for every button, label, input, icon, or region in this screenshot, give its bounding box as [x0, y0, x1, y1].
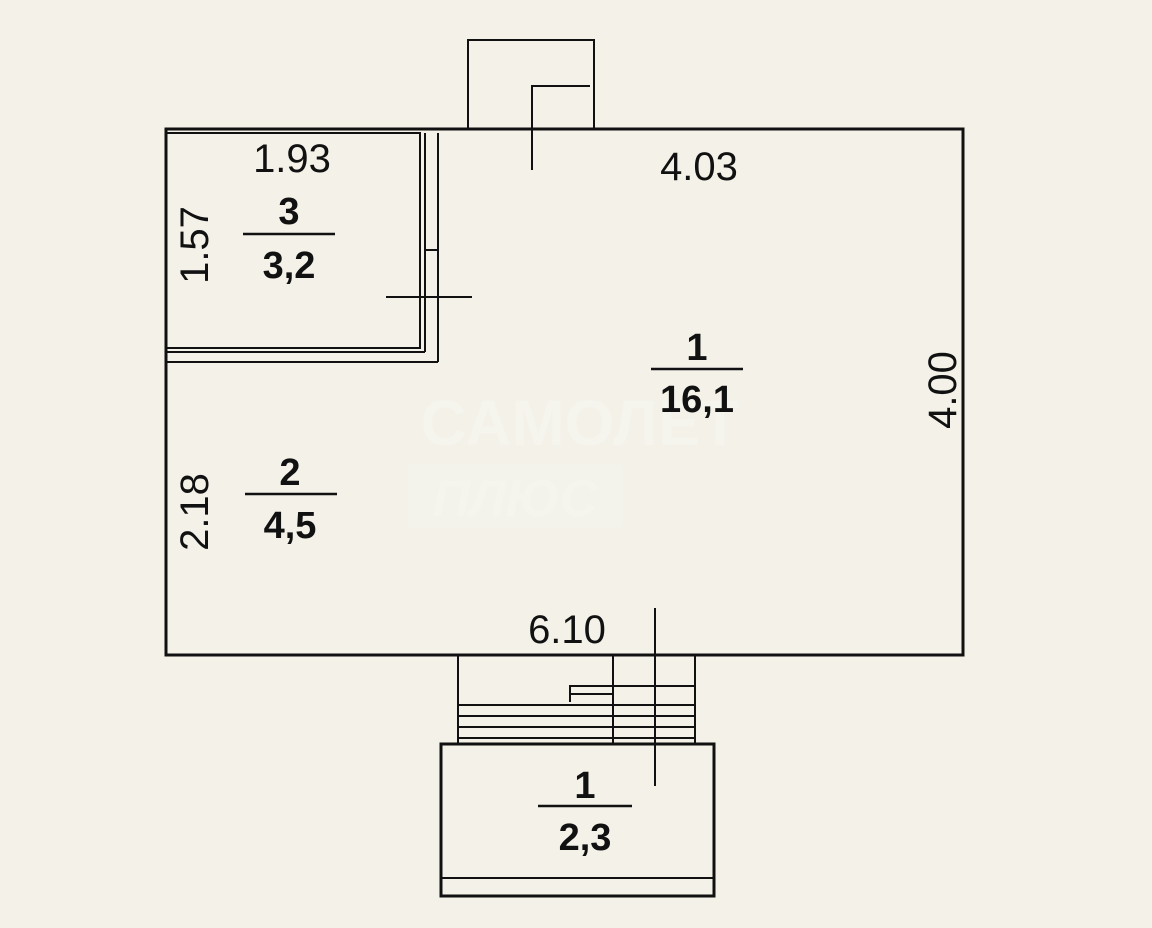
watermark-line2: ПЛЮС [433, 470, 599, 528]
room1-number: 1 [686, 327, 707, 369]
room1-area: 16,1 [660, 379, 734, 421]
lower-room [439, 742, 716, 898]
dim-room1-height: 4.00 [921, 351, 965, 429]
watermark: САМОЛЕТ ПЛЮС [408, 387, 740, 528]
lower-room-label: 1 2,3 [538, 765, 632, 859]
lower-room-number: 1 [574, 765, 595, 807]
dim-total-width: 6.10 [528, 608, 606, 652]
room3-label: 3 3,2 [243, 191, 335, 287]
room3-number: 3 [278, 191, 299, 233]
dim-room3-height: 1.57 [173, 206, 217, 284]
room2-label: 2 4,5 [245, 452, 337, 547]
outer-wall [164, 127, 965, 657]
room3-area: 3,2 [263, 245, 316, 287]
watermark-box [408, 465, 623, 527]
dim-room1-width: 4.03 [660, 145, 738, 189]
dim-room2-height: 2.18 [173, 473, 217, 551]
room3-walls [166, 132, 472, 363]
room2-area: 4,5 [264, 505, 317, 547]
lower-room-area: 2,3 [559, 817, 612, 859]
room1-label: 1 16,1 [651, 327, 743, 421]
watermark-line1: САМОЛЕТ [420, 387, 739, 459]
stairs [457, 608, 696, 786]
room2-number: 2 [279, 452, 300, 494]
top-entrance [467, 39, 595, 170]
dim-room3-width: 1.93 [253, 137, 331, 181]
